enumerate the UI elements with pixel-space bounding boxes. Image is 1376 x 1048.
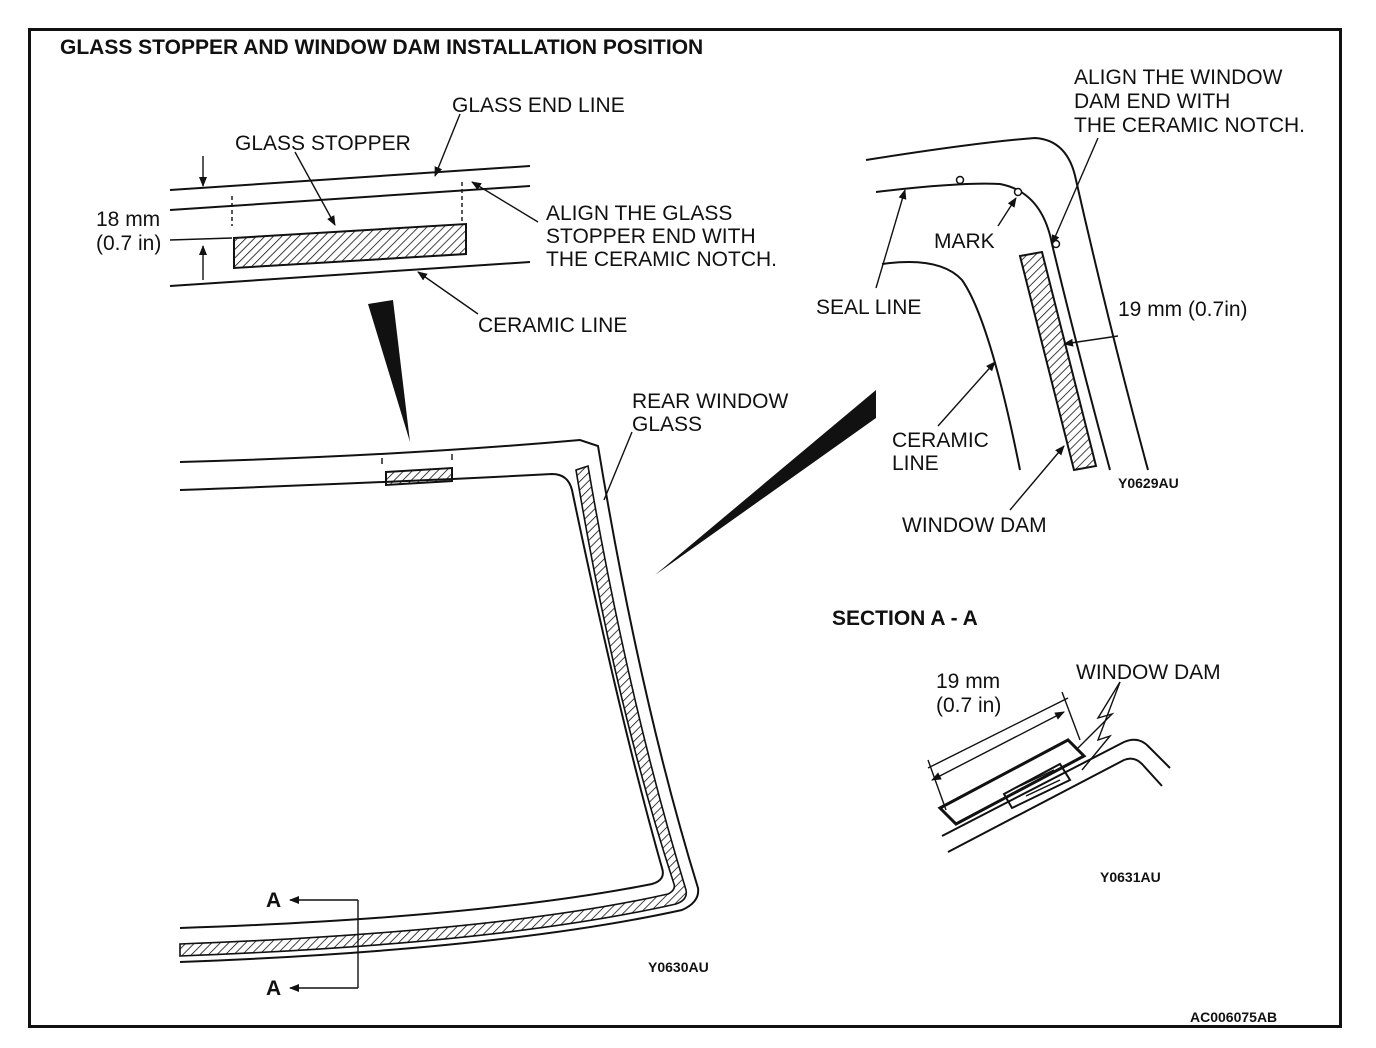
figure-code-section: Y0631AU [1100, 869, 1161, 885]
label-glass-end-line: GLASS END LINE [452, 94, 625, 117]
ceramic-line-corner [881, 261, 1021, 471]
section-aa-title: SECTION A - A [832, 607, 978, 630]
seal-line-corner [875, 182, 1111, 471]
glass-stopper-mark [385, 466, 453, 487]
label-align-stopper-3: THE CERAMIC NOTCH. [546, 248, 777, 271]
label-section-window-dam: WINDOW DAM [1076, 661, 1221, 684]
glass-section [937, 738, 1087, 826]
label-align-dam-3: THE CERAMIC NOTCH. [1074, 114, 1305, 137]
label-rear-window-2: GLASS [632, 413, 702, 436]
glass-stopper-detail: GLASS END LINE GLASS STOPPER 18 mm (0.7 … [96, 94, 777, 337]
section-mark-top: A [266, 889, 281, 912]
label-section-07in: (0.7 in) [936, 694, 1001, 717]
figure-code-main: Y0630AU [648, 959, 709, 975]
label-align-dam-1: ALIGN THE WINDOW [1074, 66, 1283, 89]
section-aa: SECTION A - A 19 mm (0.7 in) WINDOW DAM … [832, 607, 1221, 885]
section-mark-bottom: A [266, 977, 281, 1000]
label-ceramic-line-top: CERAMIC LINE [478, 314, 627, 337]
body-panel-upper [941, 738, 1171, 837]
label-glass-stopper: GLASS STOPPER [235, 132, 411, 155]
label-section-19mm: 19 mm [936, 670, 1000, 693]
window-dam-band [179, 464, 688, 957]
diagram-frame [28, 28, 1342, 1028]
label-window-dam: WINDOW DAM [902, 514, 1047, 537]
diagram-title: GLASS STOPPER AND WINDOW DAM INSTALLATIO… [60, 36, 703, 59]
glass-stopper [233, 222, 467, 270]
label-align-stopper-2: STOPPER END WITH [546, 225, 756, 248]
dim-19mm-section [931, 711, 1065, 781]
glass-end-line [169, 165, 531, 191]
rear-window-view: REAR WINDOW GLASS A A Y0630AU [179, 390, 789, 1000]
window-dam-detail: ALIGN THE WINDOW DAM END WITH THE CERAMI… [816, 66, 1305, 537]
label-align-dam-2: DAM END WITH [1074, 90, 1230, 113]
mark-point [1013, 187, 1023, 197]
label-rear-window-1: REAR WINDOW [632, 390, 789, 413]
label-ceramic-line-dam-1: CERAMIC [892, 429, 989, 452]
detail-pointer-dam [655, 390, 876, 575]
figure-code-dam: Y0629AU [1118, 475, 1179, 491]
label-dim-18mm: 18 mm [96, 208, 160, 231]
detail-pointer-stopper [368, 300, 410, 442]
window-dam [1018, 250, 1098, 472]
ceramic-line [169, 261, 531, 287]
body-panel-lower [947, 757, 1163, 853]
label-seal-line: SEAL LINE [816, 296, 921, 319]
rear-window-glass-outline [179, 438, 700, 963]
label-ceramic-line-dam-2: LINE [892, 452, 939, 475]
label-dim-19mm-dam: 19 mm (0.7in) [1118, 298, 1248, 321]
label-dim-07in: (0.7 in) [96, 232, 161, 255]
label-mark: MARK [934, 230, 995, 253]
glass-edge-corner [865, 136, 1149, 471]
document-code: AC006075AB [1190, 1009, 1277, 1025]
label-align-stopper-1: ALIGN THE GLASS [546, 202, 732, 225]
